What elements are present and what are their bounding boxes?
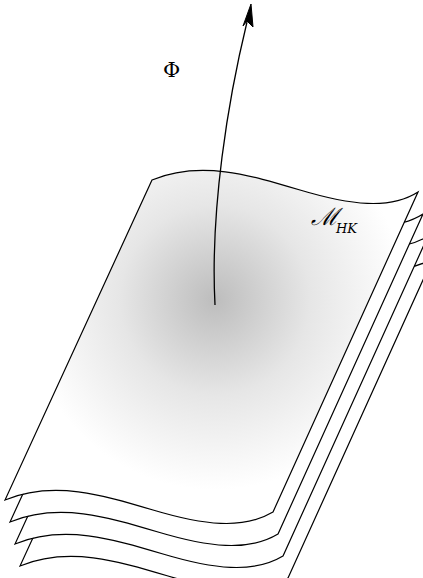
flow-arrow [214,22,247,305]
flow-symbol: Φ [163,60,180,81]
manifold-subscript: HK [336,222,357,235]
arrow-head [243,4,253,27]
manifold-symbol: ℳ [311,205,339,229]
sheet-top [5,170,418,523]
